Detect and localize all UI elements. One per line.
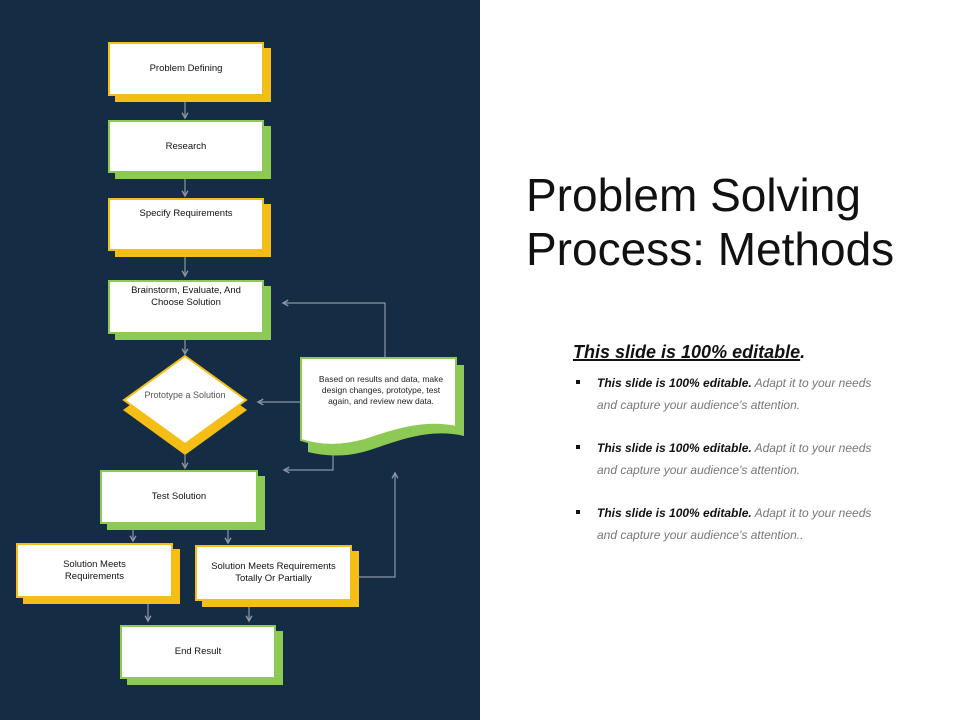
bullet-square-icon: [576, 510, 580, 514]
connector-line: [352, 473, 396, 578]
flowchart-panel: Problem Defining Research Specify Requir…: [0, 0, 480, 720]
step-label: Solution Meets Requirements: [63, 558, 126, 582]
step-label: Research: [165, 140, 207, 152]
bullet-text: Adapt it to your needs and capture your …: [597, 376, 872, 412]
bullet-bold: This slide is 100% editable.: [597, 506, 752, 520]
subtitle: This slide is 100% editable.: [573, 342, 805, 363]
connectors: [129, 96, 399, 623]
step-brainstorm: Brainstorm, Evaluate, And Choose Solutio…: [108, 280, 264, 334]
arrowhead-icon: [181, 462, 189, 470]
arrowhead-icon: [144, 615, 152, 623]
bullet-square-icon: [576, 445, 580, 449]
step-end-result: End Result: [120, 625, 276, 679]
step-label: End Result: [174, 646, 222, 657]
step-problem-defining: Problem Defining: [108, 42, 264, 96]
arrowhead-icon: [281, 299, 289, 307]
step-test-solution: Test Solution: [100, 470, 258, 524]
step-label: Problem Defining: [149, 63, 223, 74]
step-label: Brainstorm, Evaluate, And Choose Solutio…: [131, 285, 241, 308]
arrowhead-icon: [256, 398, 264, 406]
arrowhead-icon: [245, 615, 253, 623]
step-research: Research: [108, 120, 264, 173]
connector-line: [284, 450, 334, 471]
bullet-text: Adapt it to your needs and capture your …: [597, 506, 872, 542]
arrowhead-icon: [224, 537, 232, 545]
step-specify-requirements: Specify Requirements: [108, 198, 264, 251]
bullet-item: This slide is 100% editable. Adapt it to…: [576, 502, 886, 546]
feedback-document-shape: [300, 357, 464, 456]
arrowhead-icon: [282, 466, 290, 474]
arrowhead-icon: [181, 348, 189, 356]
bullet-bold: This slide is 100% editable.: [597, 441, 752, 455]
step-label: Specify Requirements: [139, 208, 233, 219]
arrowhead-icon: [129, 535, 137, 543]
subtitle-text: This slide is 100% editable: [573, 342, 801, 362]
prototype-label: Prototype a Solution: [144, 390, 226, 400]
bullet-square-icon: [576, 380, 580, 384]
connector-line: [283, 302, 386, 358]
arrowhead-icon: [181, 270, 189, 278]
prototype-diamond: [122, 354, 248, 455]
bullet-text: Adapt it to your needs and capture your …: [597, 441, 872, 477]
arrowhead-icon: [181, 190, 189, 198]
subtitle-suffix: .: [800, 342, 806, 362]
bullet-bold: This slide is 100% editable.: [597, 376, 752, 390]
step-solution-meets-partially: Solution Meets Requirements Totally Or P…: [195, 545, 352, 601]
feedback-label: Based on results and data, make design c…: [318, 374, 444, 406]
arrowhead-icon: [181, 112, 189, 120]
bullet-item: This slide is 100% editable. Adapt it to…: [576, 437, 886, 481]
slide-title: Problem Solving Process: Methods: [526, 168, 960, 276]
arrowhead-icon: [391, 471, 399, 479]
step-solution-meets: Solution Meets Requirements: [16, 543, 173, 598]
step-label: Solution Meets Requirements Totally Or P…: [211, 561, 336, 584]
step-label: Test Solution: [151, 491, 207, 502]
title-text: Problem Solving Process: Methods: [526, 169, 895, 275]
bullet-item: This slide is 100% editable. Adapt it to…: [576, 372, 886, 416]
